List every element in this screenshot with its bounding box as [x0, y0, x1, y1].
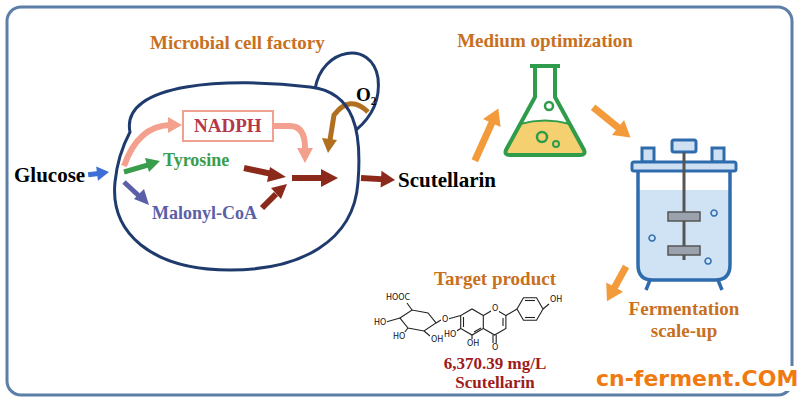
bond	[386, 318, 400, 322]
double-bond	[502, 318, 503, 326]
atom-label: O	[491, 304, 499, 313]
pathway-arrow	[262, 194, 276, 208]
arrow-head	[612, 120, 630, 138]
impeller	[668, 246, 700, 255]
cell-node: Microbial cell factoryNADPH	[110, 72, 360, 272]
atom-label: O	[441, 315, 449, 324]
b-ring	[517, 298, 543, 321]
legs	[646, 280, 722, 290]
arrow-head	[606, 283, 623, 302]
connector-line	[475, 119, 494, 161]
metabolite-label: Tyrosine	[163, 150, 229, 171]
malonyl-arrow	[124, 182, 139, 196]
arrow-head	[96, 166, 109, 180]
section-heading: Target product	[434, 268, 556, 290]
double-bond	[463, 317, 464, 327]
flask-icon	[500, 62, 590, 157]
arrow-head	[271, 184, 287, 199]
flask-node: Medium optimization	[500, 62, 590, 157]
atom-label: HO	[373, 318, 387, 327]
cell-bud	[315, 53, 378, 130]
atom-label: HO	[392, 332, 406, 341]
shaft	[683, 152, 686, 260]
sugar-ring	[400, 310, 436, 331]
section-heading: Microbial cell factory	[150, 32, 325, 54]
atom-label: HOOC	[385, 293, 411, 302]
arrow-head	[322, 138, 337, 153]
arrow-head	[381, 171, 395, 188]
carbonyl	[496, 335, 497, 343]
frame-border	[7, 7, 792, 395]
bioreactor-node: Fermentation scale-up	[628, 140, 740, 290]
bond	[543, 304, 549, 309]
arrow-head	[321, 169, 338, 187]
bubble	[537, 132, 547, 142]
connector-line	[593, 107, 622, 130]
double-bond	[525, 300, 535, 301]
tyrosine-arrow	[124, 165, 148, 172]
arrow-head	[168, 117, 182, 133]
bubble	[553, 141, 559, 147]
oxygen-label: O₂	[356, 84, 376, 106]
double-bond	[525, 317, 535, 318]
carbonyl	[492, 335, 493, 343]
bond	[448, 316, 461, 320]
metabolite-label: Malonyl-CoA	[152, 203, 257, 224]
arrow-head	[267, 167, 286, 182]
pathway-arrow	[244, 168, 272, 174]
atom-label: OH	[466, 339, 480, 348]
connector	[593, 107, 630, 137]
liquid-line	[520, 121, 570, 125]
section-heading: Fermentation scale-up	[614, 298, 754, 342]
connector	[88, 166, 109, 180]
titer-value: 6,370.39 mg/L Scutellarin	[405, 354, 585, 392]
bioreactor-icon	[628, 140, 740, 290]
bubbles	[649, 210, 717, 264]
arrow-head	[134, 189, 149, 205]
bond	[407, 303, 412, 310]
impeller	[668, 212, 700, 221]
motor	[672, 140, 696, 152]
cofactor-label: NADPH	[194, 115, 262, 137]
pathway-arrow	[292, 175, 322, 181]
connector	[361, 171, 395, 188]
cell-outline	[110, 72, 360, 272]
a-ring	[461, 309, 484, 335]
port	[642, 148, 654, 162]
cofactor-box: NADPH	[182, 110, 274, 142]
node-label: Glucose	[14, 163, 85, 187]
bond	[506, 309, 517, 316]
section-heading: Medium optimization	[457, 30, 633, 52]
flask-glass	[506, 66, 585, 155]
substrate-node: Glucose	[14, 163, 85, 187]
port	[712, 148, 724, 162]
atom-label: OH	[549, 295, 563, 304]
scutellarin-structure	[386, 298, 549, 343]
connector	[606, 267, 626, 302]
watermark: cn-ferment.COM	[594, 366, 800, 391]
arrow-head	[483, 108, 501, 127]
nadph-arrow	[270, 126, 305, 148]
double-bond	[474, 328, 481, 332]
product-node: Scutellarin	[398, 168, 496, 192]
bubble	[545, 102, 553, 110]
arrow-head	[297, 148, 313, 163]
connector	[475, 108, 501, 160]
node-label: Scutellarin	[398, 168, 496, 192]
atom-label: HO	[443, 330, 457, 339]
arrow-head	[145, 158, 160, 172]
atom-label: O	[491, 343, 499, 352]
cell-membrane	[115, 83, 359, 270]
